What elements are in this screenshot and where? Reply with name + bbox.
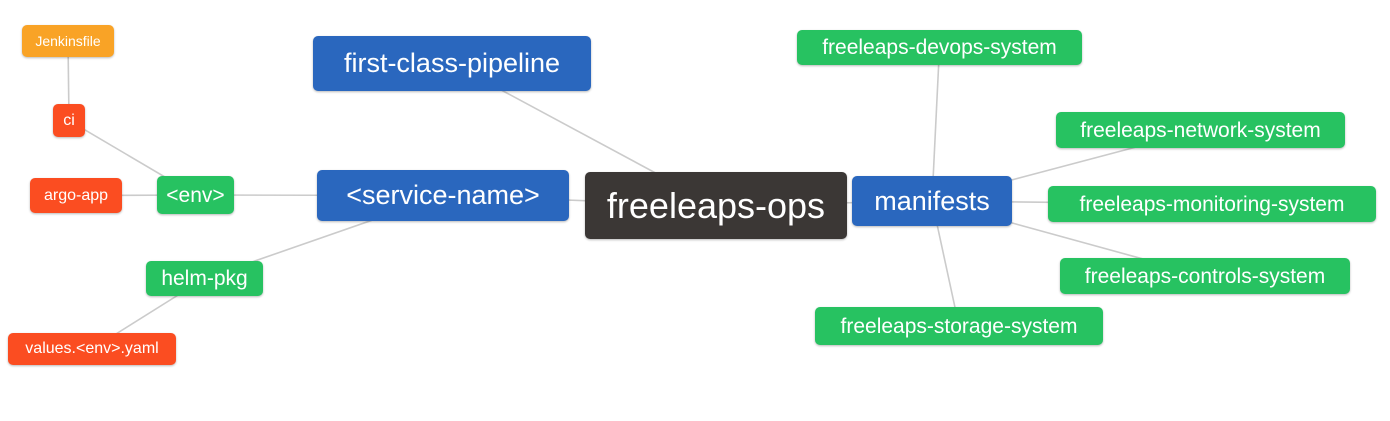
node-label: freeleaps-controls-system — [1084, 264, 1326, 288]
node-ci[interactable]: ci — [53, 104, 85, 137]
node-label: <env> — [166, 183, 225, 207]
node-label: freeleaps-ops — [606, 184, 826, 226]
node-label: values.<env>.yaml — [25, 340, 159, 357]
node-values-env-yaml[interactable]: values.<env>.yaml — [8, 333, 176, 365]
node-label: freeleaps-storage-system — [840, 314, 1078, 338]
node-label: <service-name> — [346, 180, 540, 210]
node-devops-system[interactable]: freeleaps-devops-system — [797, 30, 1082, 65]
node-label: manifests — [874, 185, 990, 216]
node-manifests[interactable]: manifests — [852, 176, 1012, 226]
node-monitoring-system[interactable]: freeleaps-monitoring-system — [1048, 186, 1376, 222]
node-label: freeleaps-devops-system — [822, 36, 1057, 59]
edge-manifests-devops-system — [931, 47, 941, 202]
node-label: helm-pkg — [161, 267, 248, 290]
node-label: argo-app — [43, 186, 109, 204]
node-label: freeleaps-monitoring-system — [1079, 192, 1345, 216]
node-storage-system[interactable]: freeleaps-storage-system — [815, 307, 1103, 345]
node-helm-pkg[interactable]: helm-pkg — [146, 261, 263, 296]
node-env[interactable]: <env> — [157, 176, 234, 214]
node-jenkinsfile[interactable]: Jenkinsfile — [22, 25, 114, 57]
node-freeleaps-ops[interactable]: freeleaps-ops — [585, 172, 847, 239]
node-controls-system[interactable]: freeleaps-controls-system — [1060, 258, 1350, 294]
node-label: Jenkinsfile — [35, 33, 101, 49]
node-label: first-class-pipeline — [343, 48, 561, 78]
node-argo-app[interactable]: argo-app — [30, 178, 122, 213]
node-network-system[interactable]: freeleaps-network-system — [1056, 112, 1345, 148]
node-label: ci — [63, 111, 75, 129]
node-first-class-pipeline[interactable]: first-class-pipeline — [313, 36, 591, 91]
node-service-name[interactable]: <service-name> — [317, 170, 569, 221]
node-label: freeleaps-network-system — [1080, 118, 1321, 142]
